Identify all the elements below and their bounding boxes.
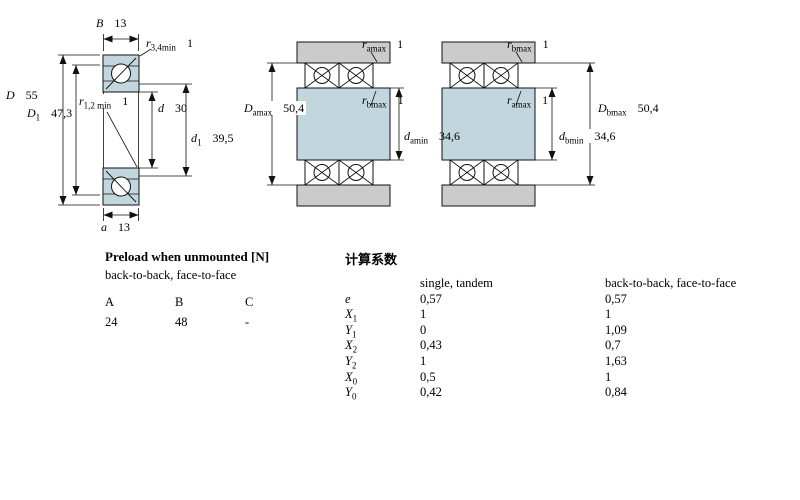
paired-arrangement-1-dimension-lines [267, 51, 404, 186]
factor-value: 0,42 [420, 385, 442, 400]
preload-value: 48 [175, 315, 188, 329]
factor-value: 0,7 [605, 338, 621, 353]
preload-value: 24 [105, 315, 118, 329]
factors-col1-header: single, tandem [420, 276, 493, 290]
factors-table-grid: single, tandem back-to-back, face-to-fac… [345, 276, 800, 401]
factor-symbol: Y0 [345, 385, 357, 402]
preload-col-header: C [245, 295, 254, 309]
factors-col2-header: back-to-back, face-to-face [605, 276, 737, 290]
preload-table-subtitle: back-to-back, face-to-face [105, 268, 237, 282]
factor-value: 1 [605, 307, 612, 322]
factor-value: 0,57 [420, 291, 442, 306]
factor-value: 1 [605, 369, 612, 384]
factor-value: 0,43 [420, 338, 442, 353]
factor-value: 1 [420, 353, 427, 368]
factor-symbol: X0 [345, 369, 358, 387]
preload-table-grid: A B C 24 48 - [105, 295, 305, 330]
single-bearing-section [102, 54, 140, 206]
paired-arrangement-2 [441, 41, 536, 207]
factor-symbol: Y1 [345, 322, 357, 340]
preload-table: Preload when unmounted [N] back-to-back,… [105, 249, 305, 330]
factor-value: 0,5 [420, 369, 436, 384]
factor-value: 1 [420, 307, 427, 322]
factor-symbol: X1 [345, 307, 358, 324]
factor-value: 1,63 [605, 353, 627, 368]
factors-table-title: 计算系数 [345, 252, 398, 267]
preload-table-title: Preload when unmounted [N] [105, 249, 270, 264]
factor-value: 0,84 [605, 385, 627, 400]
factor-value: 1,09 [605, 322, 627, 337]
calculation-factors-table: 计算系数 single, tandem back-to-back, face-t… [345, 249, 800, 401]
factor-symbol: Y2 [345, 353, 357, 371]
preload-col-header: B [175, 295, 184, 309]
paired-arrangement-2-dimension-lines [515, 51, 595, 186]
preload-value: - [245, 315, 250, 329]
paired-arrangement-1 [296, 41, 391, 207]
single-bearing-dimension-lines [58, 34, 192, 221]
factor-symbol: X2 [345, 338, 358, 355]
factors-empty-cell [345, 276, 420, 292]
factor-symbol: e [345, 291, 351, 306]
factor-value: 0,57 [605, 291, 627, 306]
factor-value: 0 [420, 322, 427, 337]
preload-col-header: A [105, 295, 115, 309]
